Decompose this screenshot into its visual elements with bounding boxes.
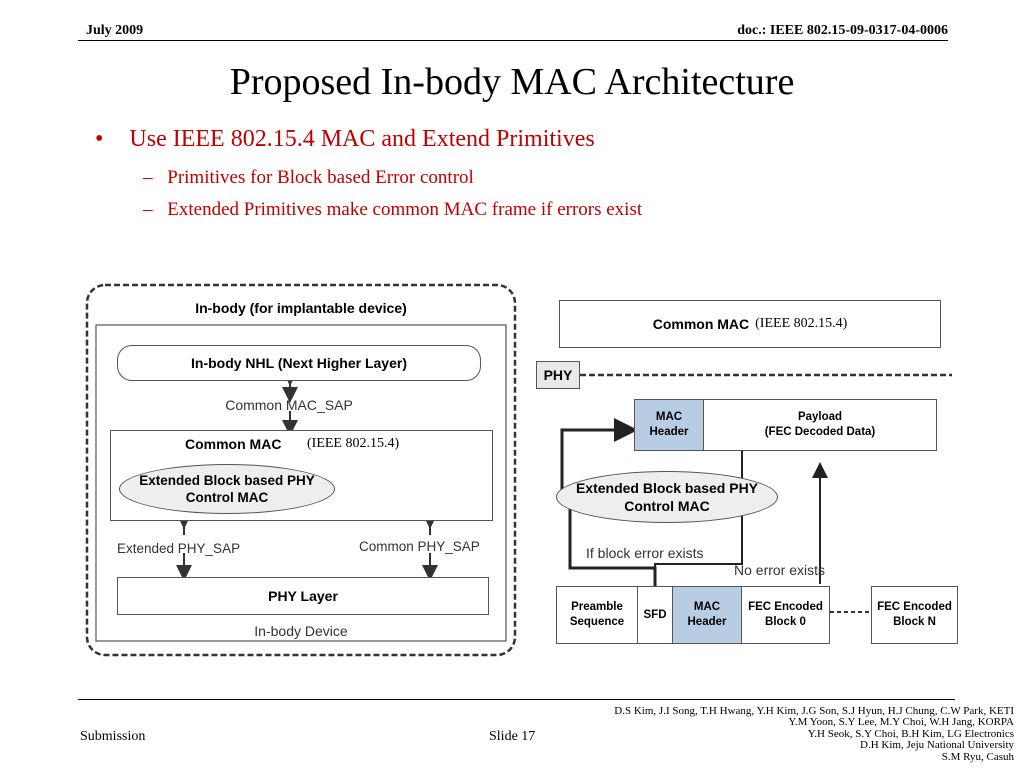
fecn-line-2: Block N bbox=[893, 616, 936, 628]
sfd-label: SFD bbox=[643, 609, 667, 621]
extended-phy-sap-label: Extended PHY_SAP bbox=[117, 541, 241, 556]
frame-mac-header-line-1: MAC bbox=[693, 601, 721, 613]
frame-mac-header-block: MAC Header bbox=[672, 586, 742, 644]
payload-line-2: (FEC Decoded Data) bbox=[764, 426, 876, 438]
fecn-line-1: FEC Encoded bbox=[877, 601, 952, 613]
dash-glyph: – bbox=[143, 167, 153, 188]
footer-submission: Submission bbox=[80, 729, 146, 744]
header-rule bbox=[78, 40, 948, 41]
if-block-error-label: If block error exists bbox=[586, 545, 704, 561]
left-diagram-lines bbox=[85, 283, 517, 657]
in-body-device-label: In-body Device bbox=[254, 623, 348, 639]
header-date: July 2009 bbox=[86, 23, 144, 38]
preamble-block: Preamble Sequence bbox=[556, 586, 638, 644]
sfd-block: SFD bbox=[637, 586, 673, 644]
inner-frame bbox=[95, 324, 507, 642]
right-common-mac-ieee-note: (IEEE 802.15.4) bbox=[755, 316, 848, 331]
fec-block-0: FEC Encoded Block 0 bbox=[741, 586, 830, 644]
mac-header-block: MAC Header bbox=[634, 399, 704, 451]
in-body-nhl-label: In-body NHL (Next Higher Layer) bbox=[191, 355, 407, 371]
author-line: D.S Kim, J.I Song, T.H Hwang, Y.H Kim, J… bbox=[614, 705, 1014, 717]
footer-rule bbox=[78, 699, 955, 700]
sub-bullet-1: – Primitives for Block based Error contr… bbox=[143, 167, 474, 189]
author-line: D.H Kim, Jeju National University bbox=[860, 739, 1014, 752]
sub-bullet-1-text: Primitives for Block based Error control bbox=[167, 167, 474, 188]
bullet-1-text: Use IEEE 802.15.4 MAC and Extend Primiti… bbox=[129, 126, 595, 152]
right-diagram: Common MAC (IEEE 802.15.4) PHY MAC Heade… bbox=[532, 288, 964, 660]
right-extended-mac-line-1: Extended Block based PHY bbox=[575, 480, 759, 496]
payload-line-1: Payload bbox=[797, 411, 843, 423]
right-extended-block-mac-ellipse: Extended Block based PHY Control MAC bbox=[556, 471, 778, 523]
right-extended-mac-line-2: Control MAC bbox=[624, 498, 710, 514]
phy-tag-label: PHY bbox=[543, 367, 573, 383]
author-line: Y.H Seok, S.Y Choi, B.H Kim, LG Electron… bbox=[807, 727, 1014, 740]
footer-slide-number: Slide 17 bbox=[489, 729, 536, 744]
left-diagram: In-body (for implantable device) In-body… bbox=[84, 283, 518, 658]
common-mac-label: Common MAC bbox=[185, 436, 282, 452]
footer-authors: D.S Kim, J.I Song, T.H Hwang, Y.H Kim, J… bbox=[614, 705, 1014, 763]
common-phy-sap-label: Common PHY_SAP bbox=[359, 539, 480, 554]
right-common-mac-box: Common MAC (IEEE 802.15.4) bbox=[559, 300, 941, 348]
in-body-nhl-box: In-body NHL (Next Higher Layer) bbox=[117, 345, 481, 381]
author-line: Y.M Yoon, S.Y Lee, M.Y Choi, W.H Jang, K… bbox=[788, 716, 1014, 729]
payload-block: Payload (FEC Decoded Data) bbox=[703, 399, 937, 451]
phy-tag: PHY bbox=[536, 361, 580, 389]
sub-bullet-2: – Extended Primitives make common MAC fr… bbox=[143, 199, 642, 221]
extended-mac-line-2: Control MAC bbox=[185, 490, 269, 505]
no-error-label: No error exists bbox=[734, 562, 826, 578]
author-line: S.M Ryu, Casuh bbox=[941, 750, 1014, 763]
mac-header-line-2: Header bbox=[649, 426, 689, 438]
common-mac-ieee-note: (IEEE 802.15.4) bbox=[307, 436, 400, 451]
slide-title: Proposed In-body MAC Architecture bbox=[229, 61, 795, 103]
preamble-line-2: Sequence bbox=[569, 616, 625, 628]
fec-block-n: FEC Encoded Block N bbox=[871, 586, 958, 644]
fec0-line-1: FEC Encoded bbox=[748, 601, 823, 613]
mac-header-line-1: MAC bbox=[655, 411, 683, 423]
bullet-1: • Use IEEE 802.15.4 MAC and Extend Primi… bbox=[95, 126, 595, 153]
in-body-dashed-boundary bbox=[85, 283, 517, 657]
bullet-dot: • bbox=[95, 126, 104, 152]
frame-mac-header-line-2: Header bbox=[687, 616, 727, 628]
extended-block-mac-ellipse: Extended Block based PHY Control MAC bbox=[119, 464, 335, 514]
phy-layer-box: PHY Layer bbox=[117, 577, 489, 615]
common-mac-sap-label: Common MAC_SAP bbox=[225, 397, 353, 413]
sub-bullet-2-text: Extended Primitives make common MAC fram… bbox=[167, 199, 643, 220]
preamble-line-1: Preamble bbox=[571, 601, 623, 613]
common-mac-box: Common MAC (IEEE 802.15.4) Extended Bloc… bbox=[110, 430, 493, 521]
phy-layer-label: PHY Layer bbox=[268, 588, 338, 604]
fec0-line-2: Block 0 bbox=[765, 616, 806, 628]
right-common-mac-label: Common MAC bbox=[652, 316, 750, 332]
in-body-title: In-body (for implantable device) bbox=[195, 300, 407, 316]
extended-mac-line-1: Extended Block based PHY bbox=[139, 473, 315, 488]
dash-glyph: – bbox=[143, 199, 153, 220]
header-doc-id: doc.: IEEE 802.15-09-0317-04-0006 bbox=[737, 23, 948, 38]
